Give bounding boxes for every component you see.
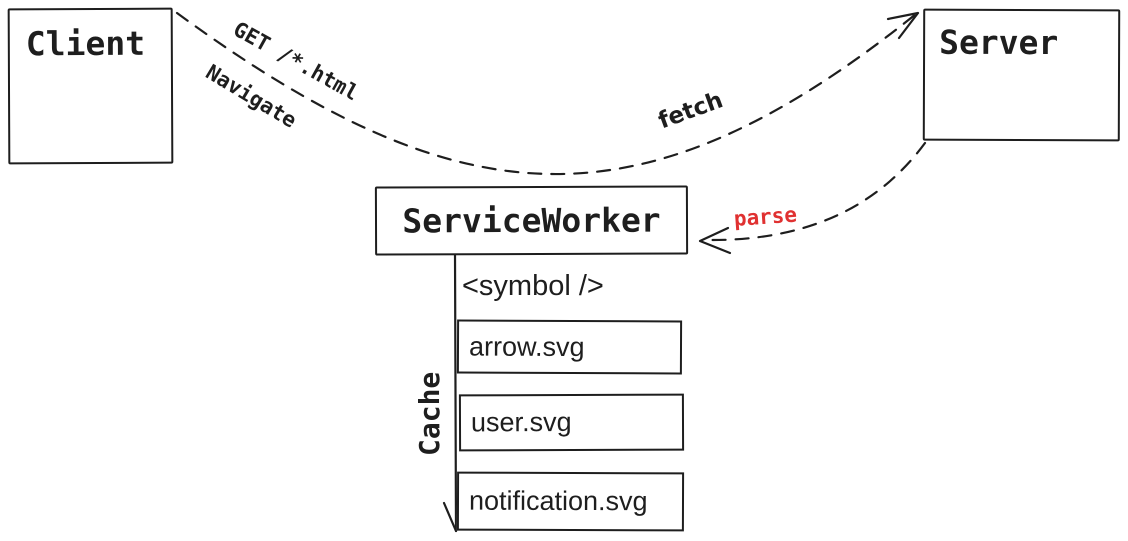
cache-item-user-svg: user.svg bbox=[458, 393, 685, 452]
edge-serviceworker-to-cache bbox=[453, 252, 458, 533]
edge-server-to-serviceworker bbox=[705, 141, 927, 242]
edge-label-parse: parse bbox=[733, 202, 798, 231]
cache-item-label: user.svg bbox=[470, 406, 572, 438]
symbol-tag-label: <symbol /> bbox=[462, 270, 604, 302]
server-node-label: Server bbox=[939, 22, 1059, 63]
cache-item-label: notification.svg bbox=[468, 485, 648, 517]
client-node: Client bbox=[7, 7, 174, 165]
server-node: Server bbox=[922, 8, 1121, 142]
edge-client-to-server bbox=[175, 11, 918, 176]
serviceworker-node: ServiceWorker bbox=[374, 185, 689, 256]
cache-item-label: arrow.svg bbox=[468, 331, 585, 362]
serviceworker-node-label: ServiceWorker bbox=[402, 200, 661, 241]
cache-group-label: Cache bbox=[413, 371, 446, 456]
arrowhead-at-server bbox=[886, 11, 920, 40]
cache-item-arrow-svg: arrow.svg bbox=[456, 319, 683, 375]
arrowhead-at-serviceworker bbox=[698, 226, 732, 255]
client-node-label: Client bbox=[25, 23, 146, 64]
cache-item-notification-svg: notification.svg bbox=[456, 471, 685, 532]
